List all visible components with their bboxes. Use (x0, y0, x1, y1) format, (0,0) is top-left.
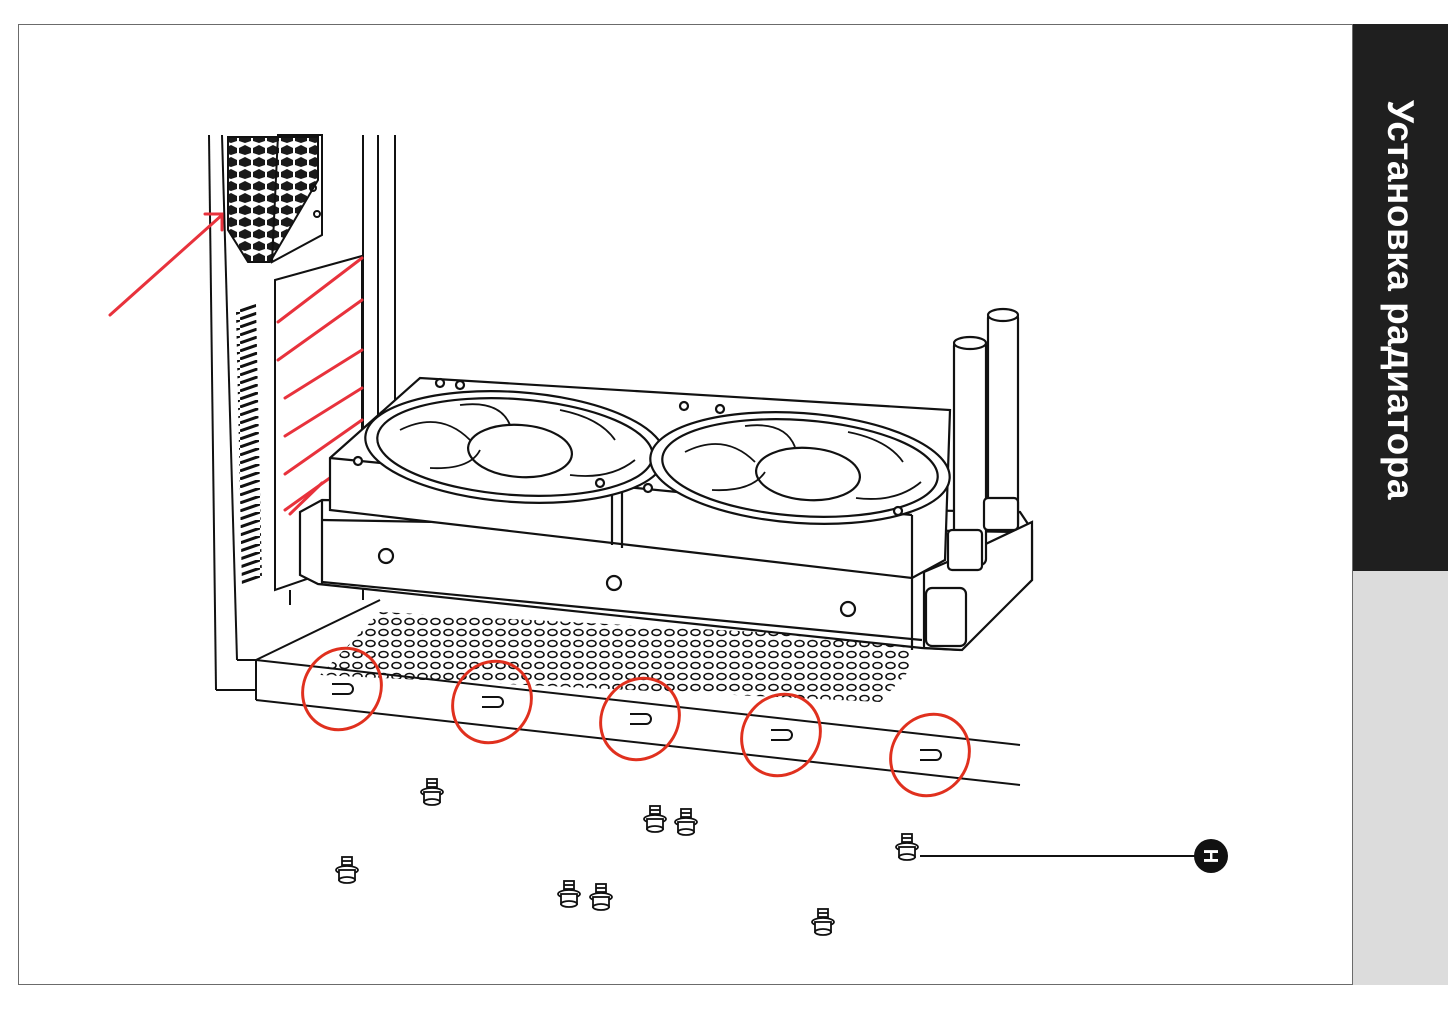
illustration-frame (18, 24, 1353, 985)
screw-icon (589, 883, 613, 911)
fan-icon (649, 411, 951, 525)
screw-icon (895, 833, 919, 861)
mounting-slot-1 (301, 646, 383, 732)
screw-icon (674, 808, 698, 836)
screw-icon (335, 856, 359, 884)
mounting-slot-4 (740, 692, 822, 778)
screw-icon (643, 805, 667, 833)
mounting-slot-highlights (301, 646, 971, 798)
mounting-slot-2 (451, 659, 533, 745)
screw-icon (420, 778, 444, 806)
screws (335, 778, 919, 936)
highlight-marks (108, 212, 364, 516)
section-tab (1353, 24, 1448, 571)
callout-label: H (1199, 849, 1221, 863)
section-tab-footer (1353, 571, 1448, 985)
mounting-slot-5 (889, 712, 971, 798)
callout-h: H (920, 839, 1228, 873)
fan-icon (364, 390, 666, 504)
mounting-slot-3 (599, 676, 681, 762)
radiator-icon (298, 307, 1034, 652)
screw-icon (557, 880, 581, 908)
screw-icon (811, 908, 835, 936)
